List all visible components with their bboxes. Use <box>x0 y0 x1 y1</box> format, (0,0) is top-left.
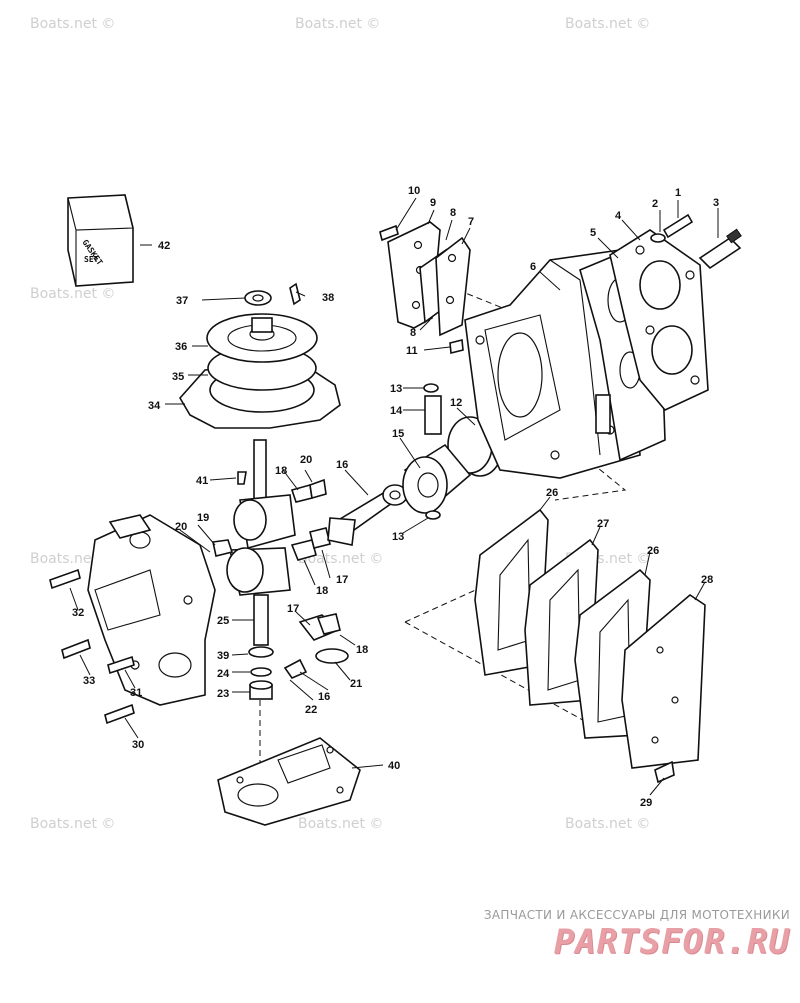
callout-24: 24 <box>217 668 230 680</box>
callout-12: 12 <box>450 397 462 409</box>
callout-35: 35 <box>172 371 184 383</box>
watermark-text: Boats.net © <box>298 551 383 567</box>
callout-4: 4 <box>615 210 622 222</box>
callout-numbers: 1 2 3 4 5 6 7 8 9 10 8 11 12 13 13 14 15… <box>72 185 719 809</box>
watermark-text: Boats.net © <box>565 16 650 32</box>
callout-16: 16 <box>336 459 348 471</box>
watermark-text: Boats.net © <box>30 286 115 302</box>
callout-21: 21 <box>350 678 362 690</box>
callout-39: 39 <box>217 650 229 662</box>
callout-9: 9 <box>430 197 436 209</box>
callout-28: 28 <box>701 574 713 586</box>
gasket-set-label: SET <box>84 255 99 264</box>
callout-8: 8 <box>450 207 456 219</box>
watermark-text: Boats.net © <box>298 816 383 832</box>
bypass-plates <box>379 221 471 355</box>
callout-15: 15 <box>392 428 404 440</box>
callout-5: 5 <box>590 227 596 239</box>
callout-42: 42 <box>158 240 170 252</box>
callout-8b: 8 <box>410 327 416 339</box>
exhaust-plates <box>474 508 706 784</box>
cylinder-head <box>609 229 709 411</box>
callout-6: 6 <box>530 261 536 273</box>
callout-22: 22 <box>305 704 317 716</box>
callout-40: 40 <box>388 760 400 772</box>
callout-25: 25 <box>217 615 229 627</box>
callout-18c: 18 <box>356 644 368 656</box>
callout-10: 10 <box>408 185 420 197</box>
woodruff-key <box>237 471 247 485</box>
connecting-rod <box>327 484 408 546</box>
callout-2: 2 <box>652 198 658 210</box>
crankcase-housing <box>87 514 216 706</box>
callout-3: 3 <box>713 197 719 209</box>
callout-17: 17 <box>336 574 348 586</box>
callout-29: 29 <box>640 797 652 809</box>
watermark-text: Boats.net © <box>30 816 115 832</box>
callout-30: 30 <box>132 739 144 751</box>
callout-1: 1 <box>675 187 681 199</box>
callout-17b: 17 <box>287 603 299 615</box>
callout-20: 20 <box>300 454 312 466</box>
callout-20b: 20 <box>175 521 187 533</box>
callout-37: 37 <box>176 295 188 307</box>
crankshaft <box>226 439 296 700</box>
callout-19: 19 <box>197 512 209 524</box>
leader-lines <box>69 197 719 796</box>
bearings-retainers <box>212 478 349 679</box>
callout-33: 33 <box>83 675 95 687</box>
callout-18: 18 <box>275 465 287 477</box>
gasket-set-box: GASKET SET <box>67 194 134 287</box>
callout-16b: 16 <box>318 691 330 703</box>
flywheel-assembly <box>179 282 341 429</box>
callout-7: 7 <box>468 216 474 228</box>
piston-assembly <box>402 383 503 520</box>
callout-11: 11 <box>406 345 418 357</box>
callout-14: 14 <box>390 405 403 417</box>
callout-13b: 13 <box>392 531 404 543</box>
callout-36: 36 <box>175 341 187 353</box>
callout-34: 34 <box>148 400 161 412</box>
footer-caption: ЗАПЧАСТИ И АКСЕССУАРЫ ДЛЯ МОТОТЕХНИКИ <box>483 908 790 922</box>
callout-38: 38 <box>322 292 334 304</box>
callout-26: 26 <box>546 487 558 499</box>
watermark-text: Boats.net © <box>295 16 380 32</box>
callout-13: 13 <box>390 383 402 395</box>
watermark-text: Boats.net © <box>565 816 650 832</box>
callout-27: 27 <box>597 518 609 530</box>
callout-41: 41 <box>196 475 208 487</box>
callout-31: 31 <box>130 687 142 699</box>
callout-18b: 18 <box>316 585 328 597</box>
crankcase-bolts <box>49 568 135 725</box>
watermark-text: Boats.net © <box>30 16 115 32</box>
head-hardware <box>650 213 742 270</box>
lower-gasket-plate <box>217 737 361 826</box>
callout-23: 23 <box>217 688 229 700</box>
callout-32: 32 <box>72 607 84 619</box>
callout-26b: 26 <box>647 545 659 557</box>
site-logo[interactable]: PARTSFOR.RU <box>553 922 790 962</box>
